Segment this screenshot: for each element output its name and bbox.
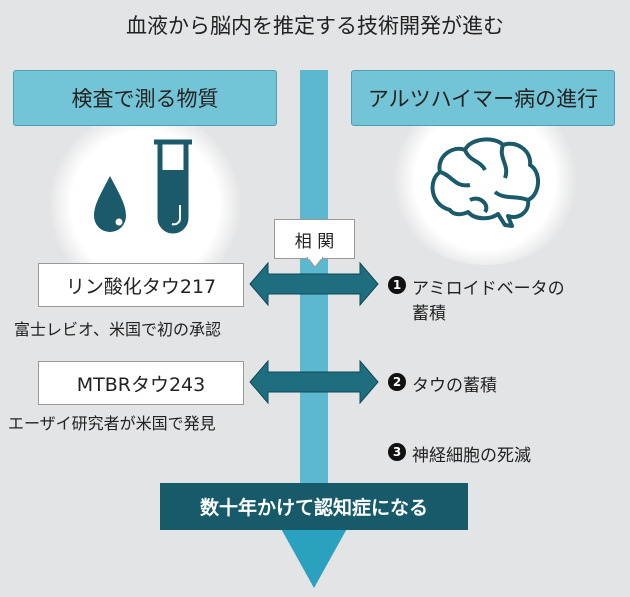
stage-3: 3 神経細胞の死滅 (388, 441, 531, 466)
stage-number: 1 (388, 276, 406, 294)
right-header: アルツハイマー病の進行 (351, 70, 615, 126)
marker-box-2: MTBRタウ243 (38, 361, 244, 405)
marker-box-1: リン酸化タウ217 (38, 263, 244, 307)
timeline-bar (300, 70, 328, 530)
marker-caption-1: 富士レビオ、米国で初の承認 (14, 320, 222, 339)
correlation-label: 相 関 (274, 219, 355, 259)
blood-drop-icon (94, 176, 126, 232)
timeline-arrowhead (279, 525, 349, 588)
stage-text: アミロイドベータの蓄積 (412, 274, 565, 324)
left-header: 検査で測る物質 (13, 70, 277, 126)
stage-number: 3 (388, 443, 406, 461)
stage-number: 2 (388, 373, 406, 391)
result-banner: 数十年かけて認知症になる (160, 483, 468, 530)
callout-pointer (306, 257, 324, 268)
stage-text: タウの蓄積 (412, 376, 497, 396)
stage-line: アミロイドベータの (412, 279, 565, 299)
stage-text: 神経細胞の死滅 (412, 446, 531, 466)
brain-icon (430, 137, 540, 228)
marker-caption-2: エーザイ研究者が米国で発見 (8, 414, 216, 433)
stage-line: 蓄積 (412, 304, 446, 324)
stage-1: 1 アミロイドベータの蓄積 (388, 274, 565, 324)
title: 血液から脳内を推定する技術開発が進む (126, 14, 504, 38)
correlation-arrow-2 (249, 359, 379, 405)
test-tube-icon (154, 139, 192, 234)
correlation-arrow-1 (249, 261, 379, 307)
stage-2: 2 タウの蓄積 (388, 371, 497, 396)
